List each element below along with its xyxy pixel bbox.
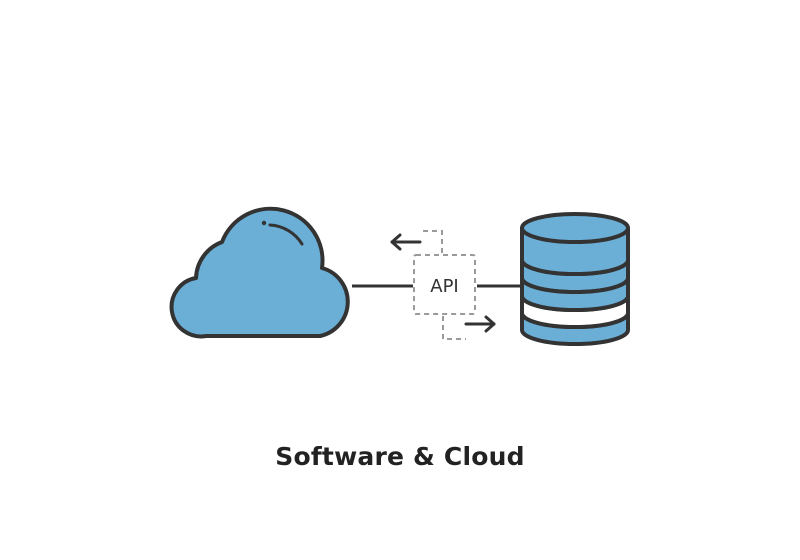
caption-title: Software & Cloud [275, 442, 525, 471]
api-box [413, 254, 476, 315]
arrow-left-icon [390, 233, 422, 251]
api-label: API [430, 276, 458, 297]
arrow-right-icon [464, 315, 496, 333]
dashed-upper-frame [423, 230, 443, 253]
cloud-icon [169, 206, 350, 339]
database-icon [520, 212, 630, 346]
dashed-lower-frame [442, 316, 466, 340]
